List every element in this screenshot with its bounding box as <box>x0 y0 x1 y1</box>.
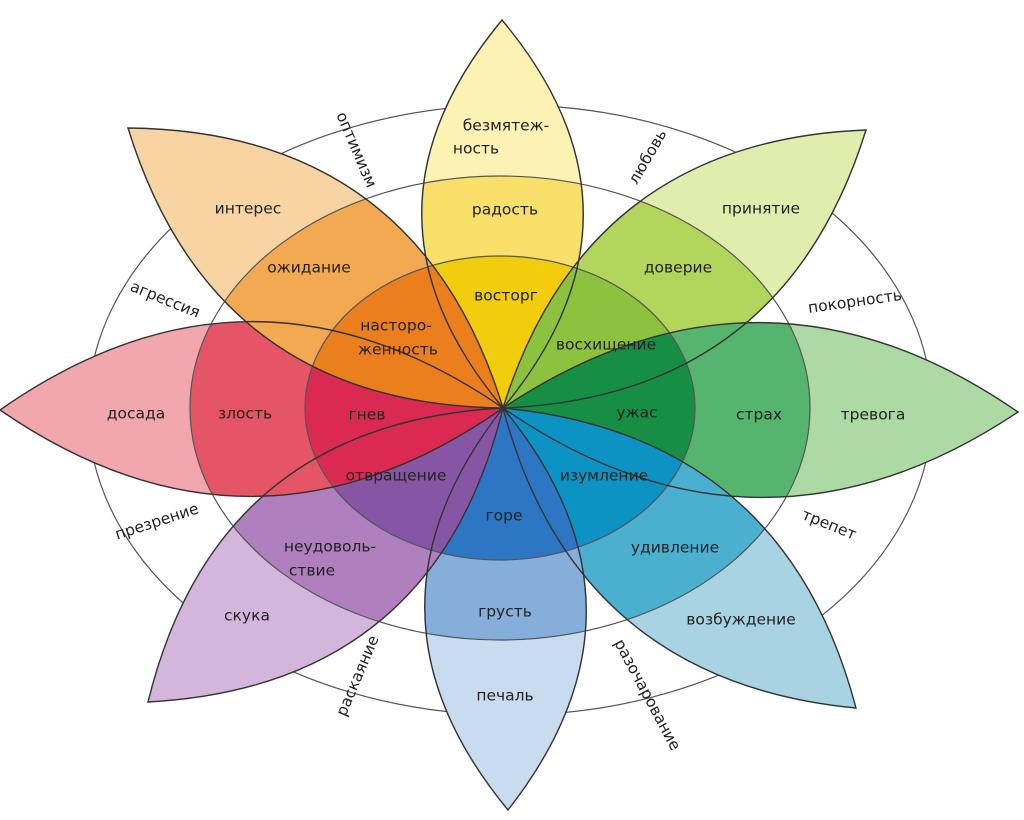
dyad-contempt: презрение <box>113 500 201 544</box>
dyad-disapproval: разочарование <box>611 636 685 753</box>
label-distraction: возбуждение <box>686 611 796 629</box>
label-amazement: изумление <box>560 467 648 485</box>
petal-anticipation-inner-band <box>305 256 503 408</box>
label-loathing: отвращение <box>346 467 447 485</box>
label-ecstasy: восторг <box>474 287 538 305</box>
label-grief: горе <box>485 507 522 525</box>
dyad-aggressiveness: агрессия <box>128 277 203 321</box>
petal-fear-outline <box>501 321 1020 499</box>
petal-surprise-inner-band <box>503 408 695 560</box>
petal-anger-outline <box>0 320 505 498</box>
label-apprehension: тревога <box>841 406 906 424</box>
dyad-awe: трепет <box>799 505 859 543</box>
label-surprise: удивление <box>631 539 719 557</box>
petal-disgust-outline <box>147 407 504 703</box>
label-displeasure-1: неудоволь- <box>284 538 376 556</box>
label-displeasure-2: ствие <box>289 562 335 580</box>
label-serenity-2: ность <box>453 140 499 158</box>
label-terror: ужас <box>616 404 657 422</box>
middle-ring <box>189 175 811 641</box>
label-vigilance-1: насторо- <box>360 317 432 335</box>
petal-disgust <box>148 408 503 702</box>
petal-anticipation-middle-band <box>190 176 503 408</box>
label-serenity-1: безмятеж- <box>463 117 549 135</box>
petal-trust-inner-band <box>503 256 695 408</box>
label-boredom: скука <box>224 607 270 625</box>
label-annoyance: досада <box>107 405 165 423</box>
label-anger: злость <box>218 405 272 423</box>
petal-trust <box>503 130 866 408</box>
label-anticipation: ожидание <box>267 259 350 277</box>
petal-surprise-middle-band <box>503 408 810 640</box>
label-rage: гнев <box>349 406 386 424</box>
petal-disgust-inner-band <box>305 408 503 560</box>
petal-trust-outline <box>502 129 867 409</box>
label-pensiveness: печаль <box>476 687 533 705</box>
dyad-submission: покорность <box>807 286 903 317</box>
label-admiration: восхищение <box>556 336 656 354</box>
petal-sadness-outline <box>424 406 587 812</box>
petal-disgust-middle-band <box>190 408 503 640</box>
petal-trust-middle-band <box>503 176 810 408</box>
label-trust: доверие <box>644 259 712 277</box>
label-interest: интерес <box>215 200 282 218</box>
petal-surprise-outline <box>502 407 857 709</box>
label-joy: радость <box>472 201 538 219</box>
petal-anticipation-outline <box>127 127 504 409</box>
inner-ring <box>304 255 696 561</box>
label-sadness: грусть <box>478 603 532 621</box>
label-vigilance-2: женность <box>358 341 438 359</box>
label-fear: страх <box>736 406 782 424</box>
petal-joy-outline <box>421 18 584 410</box>
petal-surprise <box>503 408 856 708</box>
dyad-love: любовь <box>625 126 671 187</box>
label-acceptance: принятие <box>722 200 800 218</box>
petal-anticipation <box>128 128 503 408</box>
